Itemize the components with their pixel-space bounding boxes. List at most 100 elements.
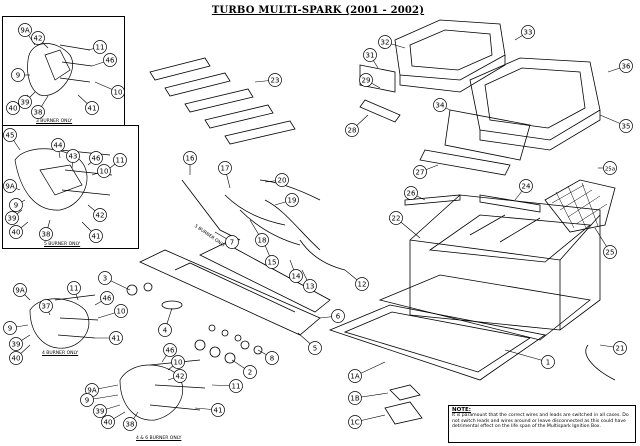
callout-label: 46 (103, 295, 112, 303)
callout-i4-46: 46 (161, 343, 177, 363)
callout-c-23: 23 (254, 73, 282, 87)
callout-label: 45 (6, 132, 15, 140)
callout-circle (100, 291, 114, 305)
callout-label: 9A (15, 287, 24, 295)
callout-label: 42 (96, 212, 105, 220)
callout-circle (89, 151, 103, 165)
callout-i2-40: 40 (9, 221, 29, 239)
callout-label: 9A (5, 183, 14, 191)
callout-i1-10: 10 (94, 81, 125, 99)
callout-circle (3, 128, 17, 142)
callout-i3-11: 11 (67, 281, 81, 301)
callout-circle (66, 149, 80, 163)
callout-i2-38: 38 (39, 219, 53, 241)
callout-c-16: 16 (183, 151, 197, 175)
callout-label: 1 (546, 359, 550, 367)
callout-label: 34 (436, 102, 445, 110)
callout-label: 46 (106, 57, 115, 65)
callout-circle (355, 277, 369, 291)
callout-i2-9a: 9A (3, 179, 21, 193)
callout-i2-10: 10 (91, 164, 111, 178)
callout-circle (345, 123, 359, 137)
callout-i2-45: 45 (3, 128, 21, 151)
callout-label: 19 (288, 197, 297, 205)
callout-c-1a: 1A (348, 361, 386, 383)
callout-c-25: 25 (594, 227, 617, 259)
manifold (139, 249, 321, 336)
callout-label: 9 (8, 325, 12, 333)
callout-c-20: 20 (264, 173, 289, 187)
callout-label: 9 (16, 72, 20, 80)
callout-label: 23 (271, 77, 280, 85)
callout-c-36: 36 (607, 59, 633, 73)
callout-circle (3, 321, 17, 335)
callout-circle (363, 48, 377, 62)
callout-circle (268, 73, 282, 87)
callout-label: 40 (12, 229, 21, 237)
callout-circle (114, 304, 128, 318)
callout-circle (275, 173, 289, 187)
callout-label: 42 (34, 35, 43, 43)
callout-i2-46: 46 (87, 151, 103, 166)
callout-i2-42: 42 (87, 204, 107, 222)
callout-i4-38: 38 (123, 411, 139, 431)
callout-circle (13, 283, 27, 297)
callout-label: 1B (350, 395, 359, 403)
callout-circle (80, 393, 94, 407)
callout-circle (18, 95, 32, 109)
callout-label: 37 (42, 303, 51, 311)
callout-circle (109, 331, 123, 345)
callout-c-15: 15 (264, 244, 279, 269)
callout-circle (433, 98, 447, 112)
inset-4-burner-caption: 4 BURNER ONLY (42, 351, 79, 356)
callout-circle (404, 186, 418, 200)
callout-circle (85, 101, 99, 115)
diagram-title: TURBO MULTI-SPARK (2001 - 2002) (211, 5, 425, 16)
callout-circle (243, 365, 257, 379)
callout-circle (348, 391, 362, 405)
callout-circle (413, 165, 427, 179)
callout-circle (308, 341, 322, 355)
callout-c-1: 1 (504, 349, 555, 369)
callout-label: 11 (116, 157, 125, 165)
callout-label: 42 (176, 373, 185, 381)
callout-label: 26 (407, 190, 416, 198)
flame-tamers (149, 57, 296, 145)
callout-i1-42: 42 (31, 31, 49, 49)
inset-4-6-burner-caption: 4 & 6 BURNER ONLY (136, 436, 182, 441)
callout-circle (285, 193, 299, 207)
callout-c-33: 33 (514, 25, 535, 41)
side-rail-28 (359, 99, 401, 123)
callout-label: 46 (166, 347, 175, 355)
callout-circle (111, 85, 125, 99)
callout-circle (348, 369, 362, 383)
callout-label: 7 (230, 239, 234, 247)
callout-label: 14 (292, 273, 301, 281)
callout-i4-41: 41 (194, 403, 225, 417)
callout-i3-9a: 9A (13, 283, 31, 301)
callout-c-7: 7 (214, 231, 239, 249)
callout-circle (93, 40, 107, 54)
callout-circle (123, 417, 137, 431)
callout-i3-46: 46 (94, 291, 114, 306)
callout-label: 10 (114, 89, 123, 97)
callout-i2-9: 9 (9, 198, 26, 212)
callout-label: 38 (42, 231, 51, 239)
cooking-grid (544, 179, 616, 233)
callout-c-26: 26 (404, 186, 426, 201)
callout-i3-37: 37 (39, 299, 53, 316)
callout-label: 33 (524, 29, 533, 37)
callout-i1-41: 41 (77, 94, 99, 115)
hood-left (394, 19, 506, 81)
callout-label: 6 (336, 313, 341, 321)
callout-circle (218, 161, 232, 175)
callout-circle (31, 31, 45, 45)
callout-circle (31, 105, 45, 119)
tray-1b (389, 384, 421, 401)
note-body: It is paramount that the correct wires a… (452, 413, 629, 430)
note-heading: NOTE: (452, 407, 471, 413)
callout-c-8: 8 (257, 349, 279, 365)
callout-circle (619, 119, 633, 133)
callout-circle (98, 271, 112, 285)
